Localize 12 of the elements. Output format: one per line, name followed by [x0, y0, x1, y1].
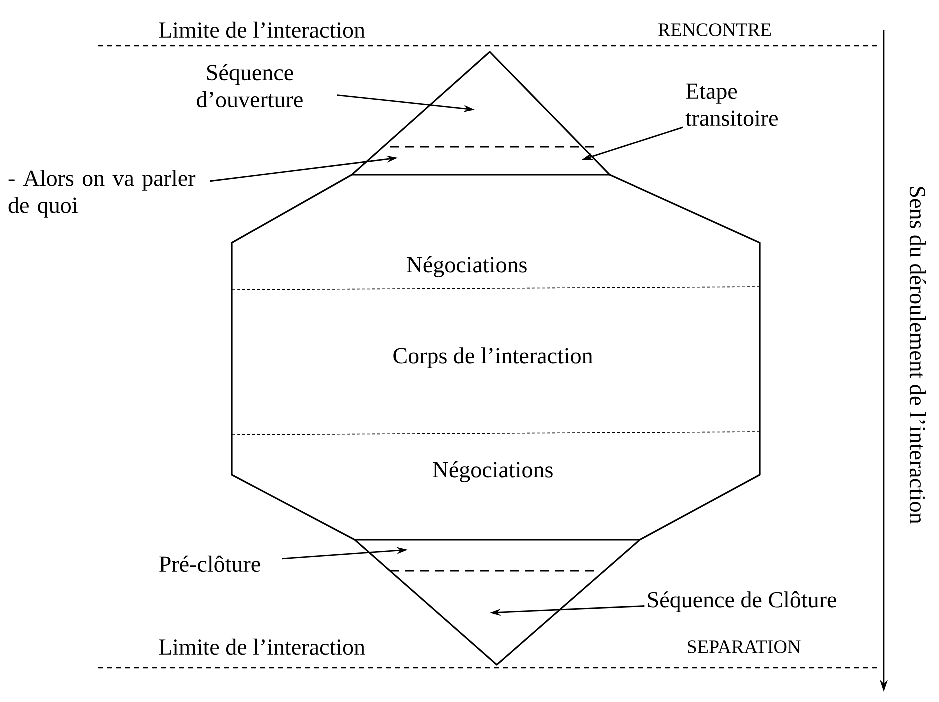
- callout-text: Séquence de Clôture: [648, 592, 836, 612]
- axis-label: Sens du déroulement de l’interaction: [910, 187, 926, 524]
- section-label: Négociations: [432, 462, 553, 482]
- callout-text: Séquence d’ouverture: [197, 64, 303, 108]
- callout-text: Pré-clôture: [160, 556, 260, 572]
- phase-label: SEPARATION: [688, 640, 801, 654]
- limit-label: Limite de l’interaction: [159, 638, 366, 656]
- callout-text: Etape transitoire: [686, 84, 778, 126]
- callout-text: - Alors on va parler de quoi: [8, 170, 196, 218]
- limit-label: Limite de l’interaction: [159, 22, 366, 38]
- section-label: Négociations: [406, 256, 527, 278]
- section-label: Corps de l’interaction: [394, 348, 593, 368]
